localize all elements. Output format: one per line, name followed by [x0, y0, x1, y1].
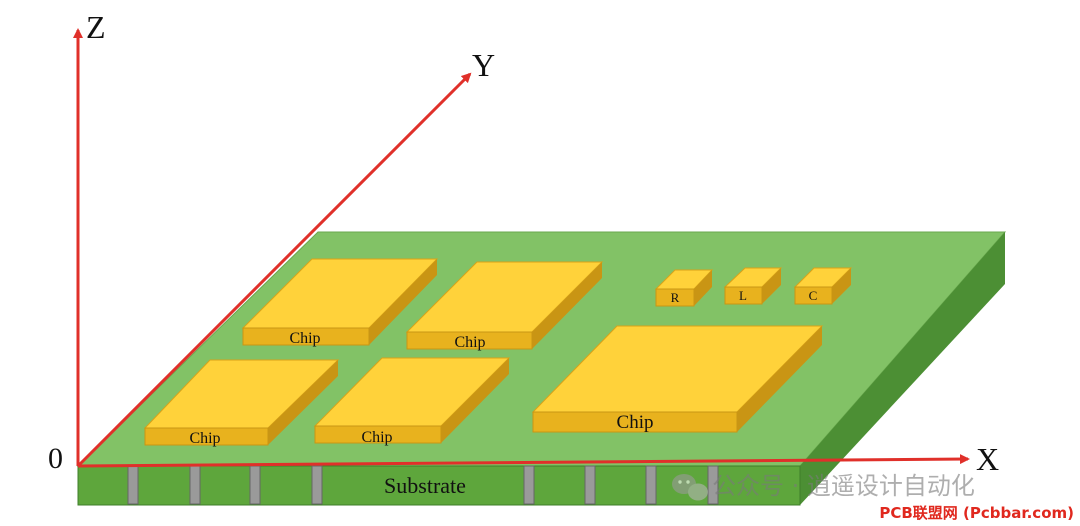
- x-axis: [77, 454, 970, 468]
- chip-front-face: [144, 427, 269, 446]
- chip-label: Chip: [361, 429, 392, 446]
- chip-label: Chip: [289, 330, 320, 347]
- y-axis-label: Y: [472, 47, 495, 83]
- chip-side-face: [369, 259, 437, 345]
- y-axis: [76, 72, 472, 468]
- chip-bottom-middle: [313, 357, 511, 444]
- via: [249, 465, 261, 505]
- chip-top-middle: [405, 261, 604, 350]
- passive-inductor: [723, 267, 783, 305]
- wechat-icon: [672, 474, 708, 501]
- chip-side-face: [441, 358, 509, 443]
- passive-label: R: [671, 290, 680, 305]
- via: [523, 465, 535, 505]
- chip-front-face: [532, 411, 738, 433]
- via: [127, 465, 139, 505]
- via: [189, 465, 201, 505]
- z-axis-label: Z: [86, 9, 106, 45]
- chip-front-face: [406, 331, 533, 350]
- chip-front-face: [314, 425, 442, 444]
- passive-front-face: [655, 288, 695, 307]
- passive-label: L: [739, 288, 747, 303]
- passive-capacitor: [793, 267, 853, 305]
- origin-label: 0: [48, 442, 63, 475]
- chip-top-left: [241, 258, 439, 346]
- wechat-watermark: 公众号 · 逍遥设计自动化: [672, 472, 975, 501]
- substrate-label: Substrate: [384, 473, 466, 498]
- via: [311, 465, 323, 505]
- board-side-face: [800, 232, 1005, 505]
- chip-side-face: [268, 360, 338, 445]
- passive-side-face: [762, 268, 781, 304]
- passive-side-face: [694, 270, 712, 306]
- via: [645, 465, 657, 505]
- passive-front-face: [794, 286, 833, 305]
- passive-front-face: [724, 286, 763, 305]
- chip-label: Chip: [454, 334, 485, 351]
- chip-large-right: [531, 325, 824, 433]
- passive-resistor: [654, 269, 714, 307]
- x-axis-label: X: [976, 441, 999, 477]
- passive-label: C: [809, 288, 818, 303]
- chip-side-face: [532, 262, 602, 349]
- chip-label: Chip: [617, 412, 654, 433]
- chip-label: Chip: [189, 430, 220, 447]
- chip-front-face: [242, 327, 370, 346]
- passive-side-face: [832, 268, 851, 304]
- chip-bottom-left: [143, 359, 340, 446]
- via: [584, 465, 596, 505]
- site-watermark: PCB联盟网 (Pcbbar.com): [879, 504, 1074, 522]
- via: [707, 465, 719, 505]
- coordinate-axes: [73, 28, 970, 468]
- wechat-watermark-text: 公众号 · 逍遥设计自动化: [712, 472, 975, 500]
- chip-side-face: [737, 326, 822, 432]
